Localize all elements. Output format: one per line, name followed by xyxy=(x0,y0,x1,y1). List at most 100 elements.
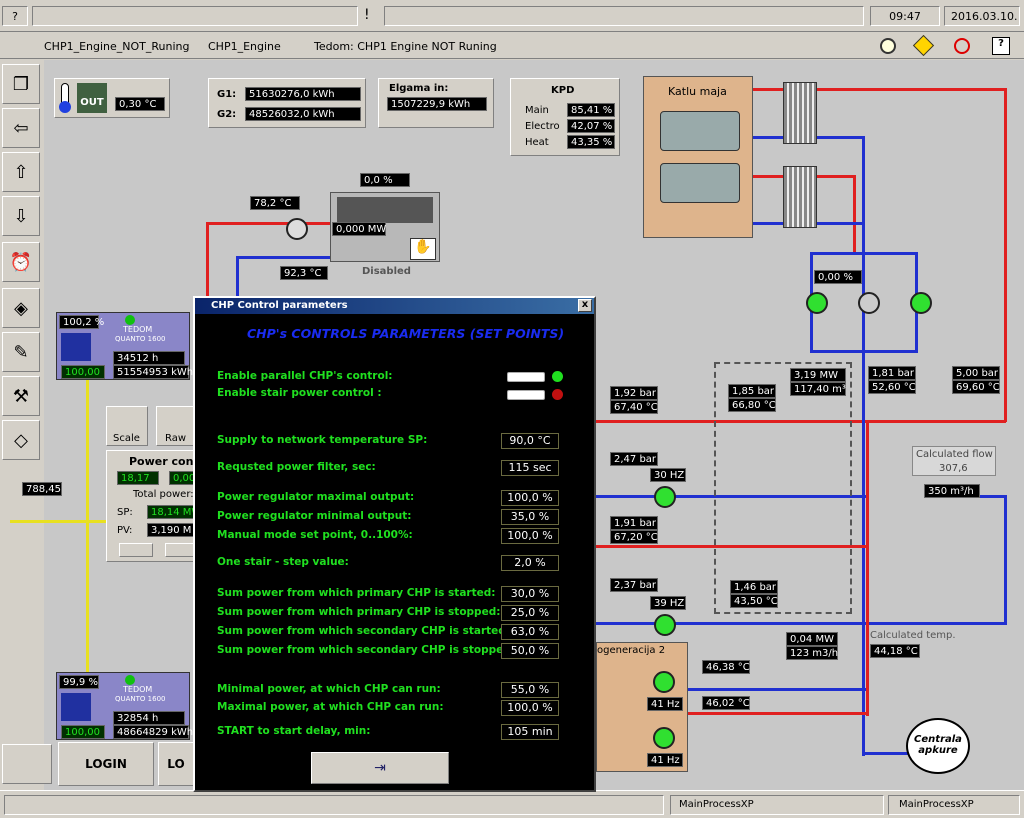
sp-value: 18,14 MW xyxy=(147,505,201,519)
pipe-yellow xyxy=(10,520,190,523)
mute-alarm-icon[interactable] xyxy=(954,38,970,54)
secondary-stop-input[interactable]: 50,0 % xyxy=(501,643,559,659)
alarm-item[interactable]: CHP1_Engine xyxy=(208,40,281,53)
pipe-blue xyxy=(862,136,865,756)
raw-button[interactable]: Raw xyxy=(156,406,198,446)
param-label: Sum power from which secondary CHP is st… xyxy=(217,644,515,656)
pump-icon[interactable] xyxy=(654,614,676,636)
pc-value-1: 18,17 xyxy=(117,471,159,485)
chp2-unit[interactable]: 99,9 % TEDOM QUANTO 1600 32854 h 4866482… xyxy=(56,672,193,740)
stair-toggle[interactable] xyxy=(507,390,545,400)
heat-exchanger-icon xyxy=(783,82,817,144)
manual-setpoint-input[interactable]: 100,0 % xyxy=(501,528,559,544)
pipe-blue xyxy=(810,350,918,353)
engine-icon xyxy=(61,693,91,721)
warning-icon[interactable] xyxy=(912,34,935,57)
alert-diamond-icon[interactable]: ◇ xyxy=(2,420,40,460)
windows-icon[interactable]: ❐ xyxy=(2,64,40,104)
pump-icon[interactable] xyxy=(858,292,880,314)
min-run-input[interactable]: 55,0 % xyxy=(501,682,559,698)
chp-control-dialog: CHP Control parameters x CHP's CONTROLS … xyxy=(193,296,596,792)
back-arrow-icon[interactable]: ⇦ xyxy=(2,108,40,148)
warning-icon[interactable]: ◈ xyxy=(2,288,40,328)
status-bar: MainProcessXP MainProcessXP xyxy=(0,790,1024,818)
filter-input[interactable]: 115 sec xyxy=(501,460,559,476)
reading: 5,00 bar xyxy=(952,366,1000,380)
up-arrow-icon[interactable]: ⇧ xyxy=(2,152,40,192)
chp1-hours: 34512 h xyxy=(113,351,185,365)
logout-button[interactable]: LO xyxy=(158,742,194,786)
alarm-item[interactable]: CHP1_Engine_NOT_Runing xyxy=(44,40,190,53)
pump-icon[interactable] xyxy=(286,218,308,240)
pipe-blue xyxy=(816,222,862,225)
pipe-blue xyxy=(753,222,783,225)
pipe-blue xyxy=(236,256,239,296)
alarm-item[interactable]: Tedom: CHP1 Engine NOT Runing xyxy=(314,40,497,53)
pump-icon[interactable] xyxy=(910,292,932,314)
flow-left-value: 788,45 xyxy=(22,482,62,496)
pump-icon[interactable] xyxy=(653,671,675,693)
kogeneracija-2-building[interactable]: ogeneracija 2 41 Hz 41 Hz xyxy=(596,642,688,772)
calc-temp-label: Calculated temp. xyxy=(870,630,956,641)
reading: 0,04 MW xyxy=(786,632,838,646)
supply-temp-input[interactable]: 90,0 °C xyxy=(501,433,559,449)
kpd-electro-label: Electro xyxy=(525,121,560,132)
reading: 52,60 °C xyxy=(868,380,916,394)
primary-start-input[interactable]: 30,0 % xyxy=(501,586,559,602)
kpd-heat-label: Heat xyxy=(525,137,549,148)
pipe-red xyxy=(816,175,856,178)
login-button[interactable]: LOGIN xyxy=(58,742,154,786)
pipe-blue xyxy=(816,136,862,139)
chp2-load: 100,00 xyxy=(61,725,105,739)
manual-hand-icon[interactable]: ✋ xyxy=(410,238,436,260)
param-label: Power regulator maximal output: xyxy=(217,491,415,503)
start-delay-input[interactable]: 105 min xyxy=(501,724,559,740)
wrench-icon[interactable]: ⚒ xyxy=(2,376,40,416)
reading: 67,40 °C xyxy=(610,400,658,414)
alarm-clock-icon[interactable] xyxy=(880,38,896,54)
max-run-input[interactable]: 100,0 % xyxy=(501,700,559,716)
calc-flow-m3: 350 m³/h xyxy=(924,484,980,498)
wrench-button[interactable] xyxy=(119,543,153,557)
alert-icon: ! xyxy=(364,7,370,23)
chp1-status-led xyxy=(125,315,135,325)
wrench-button[interactable] xyxy=(165,543,195,557)
katlu-maja-building[interactable]: Katlu maja xyxy=(643,76,753,238)
primary-stop-input[interactable]: 25,0 % xyxy=(501,605,559,621)
scale-label: Scale xyxy=(113,433,140,444)
pump-icon[interactable] xyxy=(806,292,828,314)
reading: 43,50 °C xyxy=(730,594,778,608)
reading: 46,38 °C xyxy=(702,660,750,674)
elgama-panel: Elgama in: 1507229,9 kWh xyxy=(378,78,494,128)
layout-icon[interactable] xyxy=(2,744,52,784)
dialog-title: CHP Control parameters xyxy=(195,298,594,314)
param-label: Maximal power, at which CHP can run: xyxy=(217,701,444,713)
down-arrow-icon[interactable]: ⇩ xyxy=(2,196,40,236)
cooler-mw-value: 0,000 MW xyxy=(332,222,386,236)
alarm-clock-icon[interactable]: ⏰ xyxy=(2,242,40,282)
boiler-icon xyxy=(660,163,740,203)
exit-door-icon: ⇥ xyxy=(374,760,386,776)
pipe-red xyxy=(866,422,869,716)
report-icon[interactable]: ✎ xyxy=(2,332,40,372)
scale-button[interactable]: Scale xyxy=(106,406,148,446)
param-label: Manual mode set point, 0..100%: xyxy=(217,529,413,541)
max-output-input[interactable]: 100,0 % xyxy=(501,490,559,506)
total-power-label: Total power: xyxy=(133,489,194,500)
pump-icon[interactable] xyxy=(654,486,676,508)
help-button[interactable]: ? xyxy=(2,6,28,26)
help-window-icon[interactable]: ? xyxy=(992,37,1010,55)
step-value-input[interactable]: 2,0 % xyxy=(501,555,559,571)
pump-icon[interactable] xyxy=(653,727,675,749)
close-icon[interactable]: x xyxy=(578,299,592,312)
pipe-blue xyxy=(596,622,1006,625)
param-label: Minimal power, at which CHP can run: xyxy=(217,683,441,695)
parallel-toggle[interactable] xyxy=(507,372,545,382)
centrala-apkure-node[interactable]: Centrala apkure xyxy=(906,718,970,774)
chp1-unit[interactable]: 100,2 % TEDOM QUANTO 1600 34512 h 515549… xyxy=(56,312,193,380)
raw-label: Raw xyxy=(165,433,187,444)
secondary-start-input[interactable]: 63,0 % xyxy=(501,624,559,640)
pipe-blue xyxy=(596,495,866,498)
exit-button[interactable]: ⇥ xyxy=(311,752,449,784)
min-output-input[interactable]: 35,0 % xyxy=(501,509,559,525)
